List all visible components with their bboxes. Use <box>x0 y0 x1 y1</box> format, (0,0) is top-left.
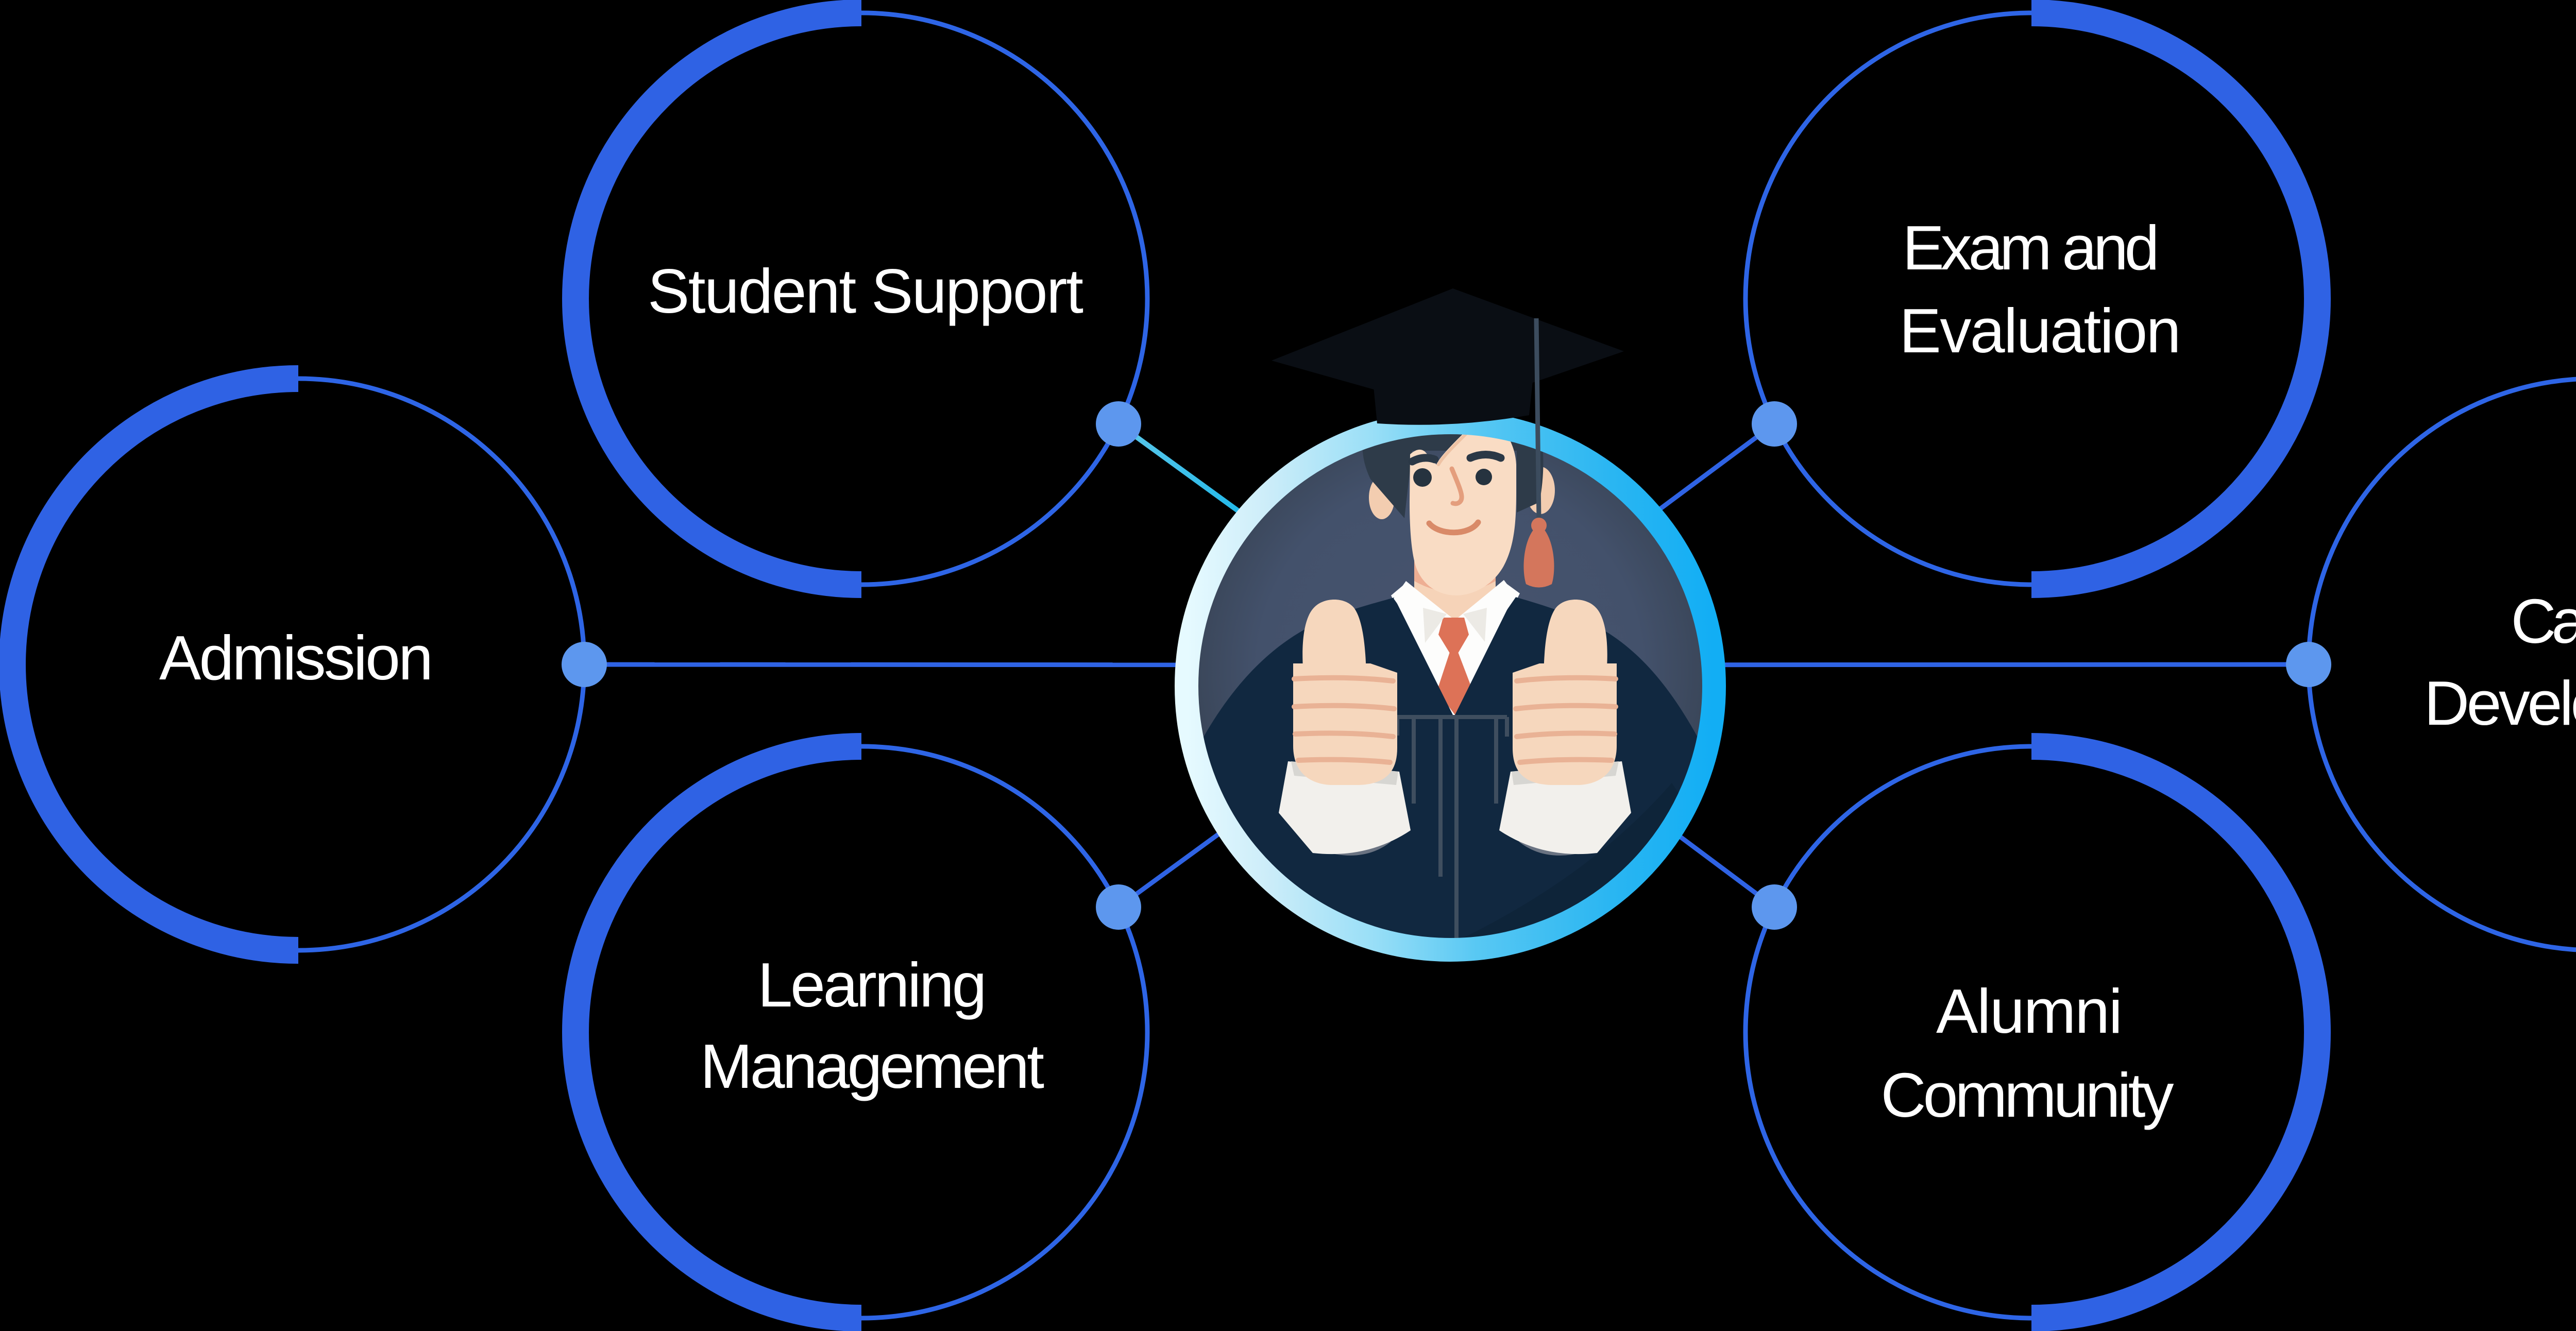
svg-text:Learning: Learning <box>758 950 987 1020</box>
svg-text:Student Support: Student Support <box>648 256 1083 326</box>
svg-text:Alumni: Alumni <box>1936 976 2123 1046</box>
svg-text:Admission: Admission <box>159 623 433 693</box>
svg-text:Evaluation: Evaluation <box>1900 296 2181 366</box>
svg-text:Exam and: Exam and <box>1903 213 2160 283</box>
svg-text:Management: Management <box>700 1031 1044 1101</box>
svg-text:Community: Community <box>1881 1060 2174 1130</box>
svg-text:Career: Career <box>2511 586 2576 656</box>
svg-text:Development: Development <box>2424 668 2576 738</box>
